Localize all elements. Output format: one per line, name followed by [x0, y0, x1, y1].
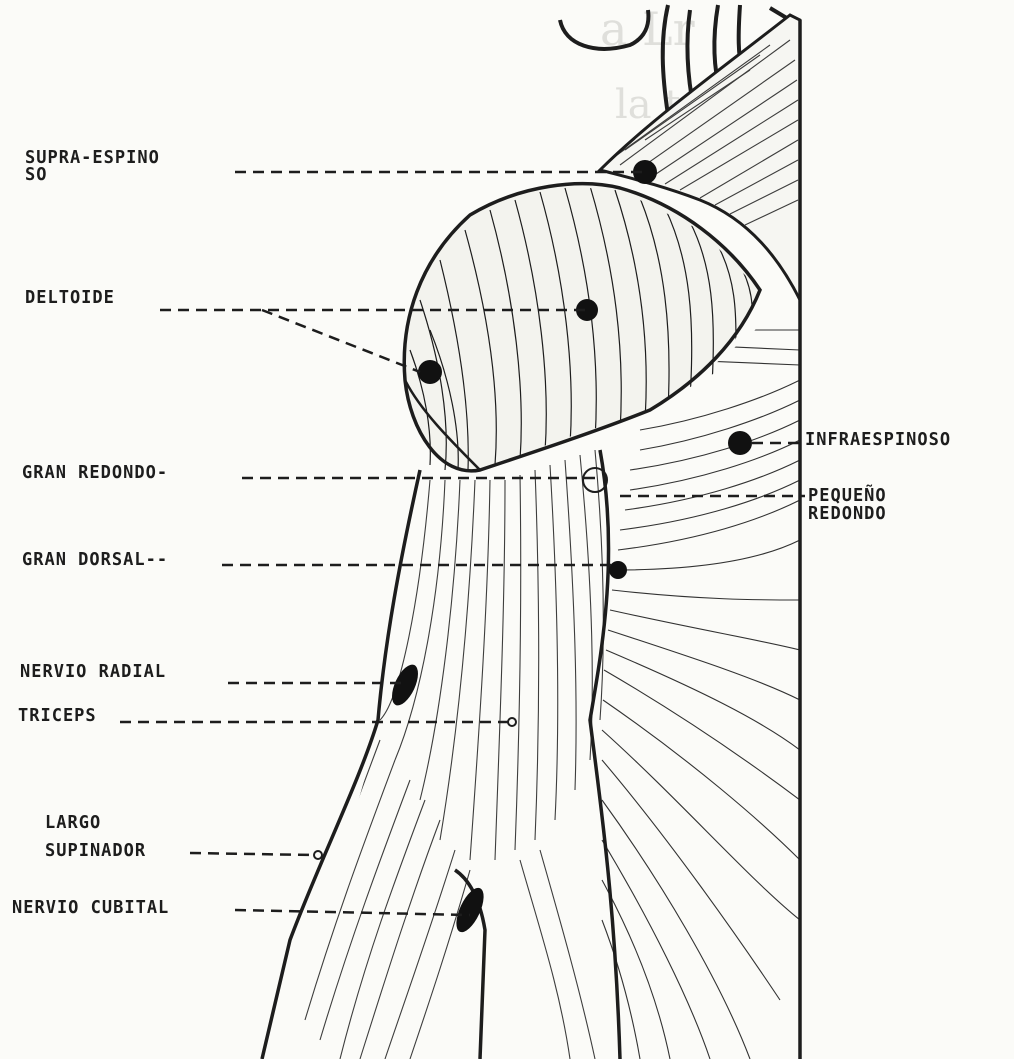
label-infraespinoso: INFRAESPINOSO	[805, 432, 951, 450]
label-pequeno-redondo-2: REDONDO	[808, 506, 887, 524]
label-largo-supinador-2: SUPINADOR	[45, 843, 146, 861]
label-largo-supinador-1: LARGO	[45, 815, 101, 833]
label-nervio-cubital: NERVIO CUBITAL	[12, 900, 169, 918]
deltoid	[404, 184, 760, 471]
label-gran-dorsal: GRAN DORSAL--	[22, 552, 168, 570]
label-triceps: TRICEPS	[18, 708, 97, 726]
label-gran-redondo: GRAN REDONDO-	[22, 465, 168, 483]
label-supra-espinoso-2: SO	[25, 167, 47, 185]
label-nervio-radial: NERVIO RADIAL	[20, 664, 166, 682]
label-deltoide: DELTOIDE	[25, 290, 115, 308]
